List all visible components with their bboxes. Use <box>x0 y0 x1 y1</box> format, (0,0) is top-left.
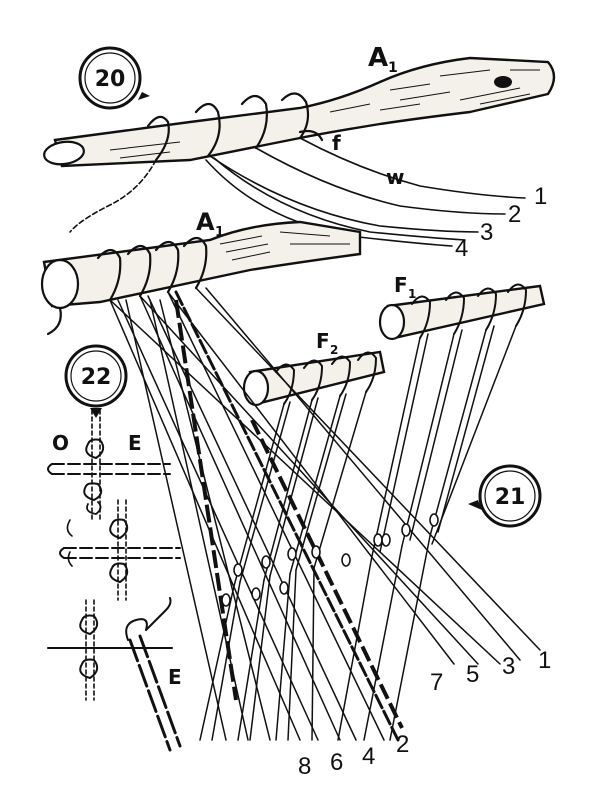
label-a1-lower-sub: 1 <box>215 225 224 240</box>
lower-thread-1 <box>200 586 234 740</box>
badge-20-number: 20 <box>95 67 126 92</box>
label-a1-top: A <box>368 43 388 73</box>
thread-number-2: 2 <box>396 731 409 758</box>
warp-main-9 <box>110 300 500 664</box>
thread-number-7: 7 <box>430 669 443 696</box>
label-f1: F <box>394 273 408 297</box>
label-e-top: E <box>128 431 142 455</box>
figure-22: 22 O E <box>48 346 182 750</box>
lower-thread-7 <box>312 568 314 740</box>
knot-step-2 <box>60 500 180 600</box>
badge-20: 20 <box>80 48 150 108</box>
heddle-stick-a1-lower <box>42 222 360 334</box>
knot-11 <box>342 554 350 566</box>
label-a1-lower: A <box>196 208 215 236</box>
warp-main-7 <box>196 288 540 650</box>
knot-8 <box>222 594 230 606</box>
fig20-number-1: 1 <box>534 183 547 210</box>
fig20-number-2: 2 <box>508 201 521 228</box>
heddle-f1-1b <box>380 334 428 552</box>
thick-dash-left <box>176 300 236 700</box>
thread-3 <box>210 156 478 232</box>
badge-21-number: 21 <box>495 485 526 510</box>
thread-number-1: 1 <box>538 647 551 674</box>
lower-thread-8 <box>338 556 372 740</box>
label-f2: F <box>316 329 330 353</box>
knot-9 <box>252 588 260 600</box>
rod-f2-end-cut <box>244 371 268 405</box>
heddle-f1-2b <box>410 330 462 540</box>
heddle-f1-2 <box>402 334 454 546</box>
label-f2-sub: 2 <box>330 343 338 357</box>
figure-21: 21 A 1 F 1 F 2 7 5 3 1 8 6 4 2 <box>42 208 551 780</box>
thread-number-8: 8 <box>298 753 311 780</box>
badge-22: 22 <box>66 346 126 418</box>
badge-21: 21 <box>468 466 540 526</box>
knot-12 <box>382 534 390 546</box>
rod-f1-end-cut <box>380 305 404 339</box>
label-a1-top-sub: 1 <box>388 60 398 76</box>
rod-f2-body <box>250 352 384 404</box>
knot-1 <box>234 564 242 576</box>
badge-20-pointer <box>138 92 150 100</box>
knot-step-3 <box>48 598 180 750</box>
loose-thread-end <box>70 160 156 232</box>
thread-number-3: 3 <box>502 653 515 680</box>
knot-5 <box>374 534 382 546</box>
lower-thread-6 <box>288 570 296 740</box>
knot-6 <box>402 524 410 536</box>
thread-number-6: 6 <box>330 749 343 776</box>
thread-number-4: 4 <box>362 743 375 770</box>
label-o: O <box>52 431 69 455</box>
knot-step-1 <box>48 410 170 520</box>
thread-number-5: 5 <box>466 661 479 688</box>
knot-10 <box>280 582 288 594</box>
badge-22-number: 22 <box>81 365 112 390</box>
label-w: w <box>386 165 404 189</box>
label-f: f <box>332 131 341 155</box>
stick-lower-end-cut <box>42 260 78 308</box>
knot-7 <box>430 514 438 526</box>
fig20-number-4: 4 <box>455 235 468 262</box>
warp-main-11 <box>168 292 454 664</box>
label-f1-sub: 1 <box>408 287 416 301</box>
knot-2 <box>262 556 270 568</box>
knot-3 <box>288 548 296 560</box>
stick-hole <box>494 76 512 88</box>
knot-4 <box>312 546 320 558</box>
label-e-bottom: E <box>168 665 182 689</box>
lower-thread-5 <box>276 574 290 740</box>
lower-loose-end <box>48 308 61 334</box>
fig20-number-3: 3 <box>480 219 493 246</box>
thread-2 <box>256 148 505 214</box>
